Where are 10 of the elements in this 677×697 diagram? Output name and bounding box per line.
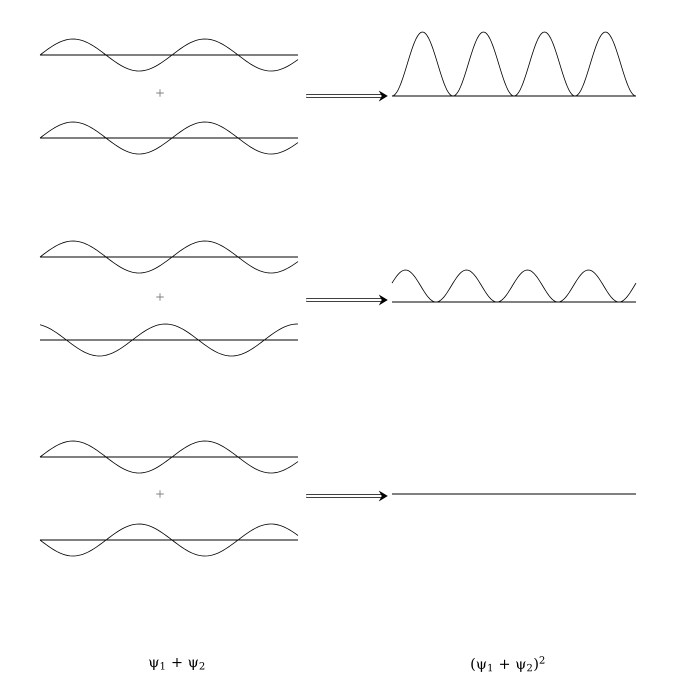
probability-wave-drawing [392,270,636,302]
plus-sign: + [156,89,164,97]
plus-sign: + [156,490,164,498]
formula-label: ψ$_{1}$ + ψ$_{2}$ [149,658,204,670]
wave-pair-drawing [40,440,298,556]
formula-label: (ψ$_{1}$ + ψ$_{2}$)$^{2}$ [471,656,544,672]
wave-pair-drawing [40,240,298,356]
probability-wave-drawing [392,32,636,96]
wave-pair-drawing [40,38,298,154]
plus-sign: + [156,293,164,301]
